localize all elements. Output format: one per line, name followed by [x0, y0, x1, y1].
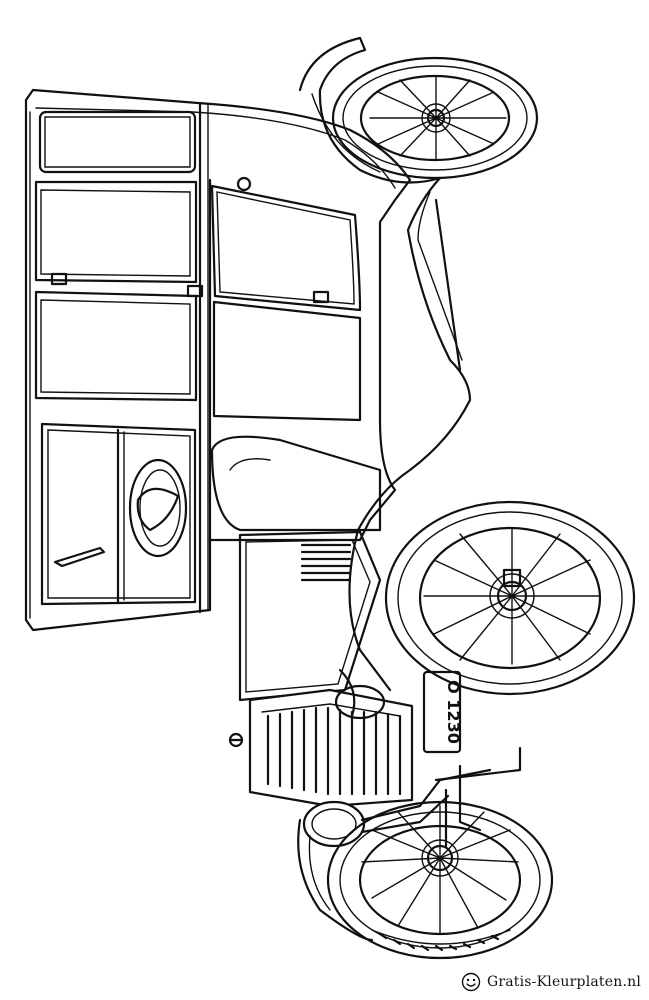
license-plate: O 1230 — [422, 670, 463, 754]
watermark: Gratis-Kleurplaten.nl — [461, 970, 641, 994]
front-wheel-upper — [384, 500, 636, 696]
rear-wheel — [331, 56, 539, 180]
front-wheel-lower — [326, 800, 554, 960]
car-radiator — [228, 668, 414, 808]
smiley-icon — [461, 972, 481, 992]
fenders — [297, 36, 472, 942]
plate-text: O 1230 — [444, 680, 463, 744]
car-cabin — [24, 88, 412, 632]
axle — [434, 746, 522, 848]
watermark-text: Gratis-Kleurplaten.nl — [486, 974, 641, 990]
car-hood — [210, 435, 382, 702]
